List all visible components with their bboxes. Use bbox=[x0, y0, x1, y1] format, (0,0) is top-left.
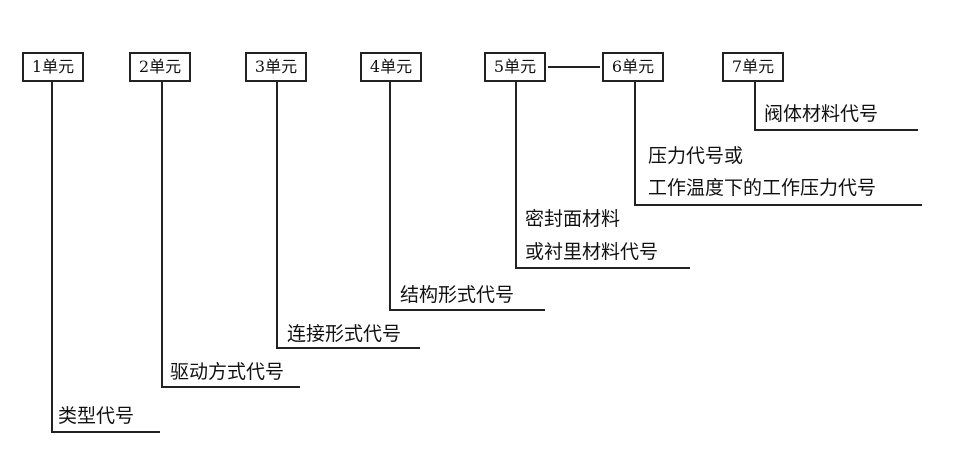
drive-code-label: 驱动方式代号 bbox=[170, 361, 285, 383]
unit-1-box: 1单元 bbox=[22, 52, 84, 82]
body-material-label: 阀体材料代号 bbox=[764, 103, 879, 125]
connector-unit-3 bbox=[276, 82, 420, 349]
structure-code-label: 结构形式代号 bbox=[400, 284, 515, 306]
pressure-code-label-line1: 压力代号或 bbox=[648, 145, 744, 167]
unit-2-box: 2单元 bbox=[129, 52, 191, 82]
pressure-code-label-line2: 工作温度下的工作压力代号 bbox=[648, 177, 877, 199]
unit-3-box: 3单元 bbox=[245, 52, 307, 82]
connector-unit-4 bbox=[389, 82, 545, 311]
connector-unit-1 bbox=[51, 82, 160, 433]
unit-7-box: 7单元 bbox=[722, 52, 784, 82]
connector-unit-7 bbox=[754, 82, 918, 131]
connector-unit-5 bbox=[515, 82, 690, 269]
connector-unit-6 bbox=[634, 82, 922, 206]
unit-5-box: 5单元 bbox=[484, 52, 546, 82]
seal-material-label-line1: 密封面材料 bbox=[525, 208, 621, 230]
seal-material-label-line2: 或衬里材料代号 bbox=[525, 241, 659, 263]
unit-4-box: 4单元 bbox=[360, 52, 422, 82]
connection-code-label: 连接形式代号 bbox=[287, 323, 402, 345]
connector-unit-2 bbox=[161, 82, 300, 388]
unit-6-box: 6单元 bbox=[602, 52, 664, 82]
type-code-label: 类型代号 bbox=[58, 405, 135, 427]
